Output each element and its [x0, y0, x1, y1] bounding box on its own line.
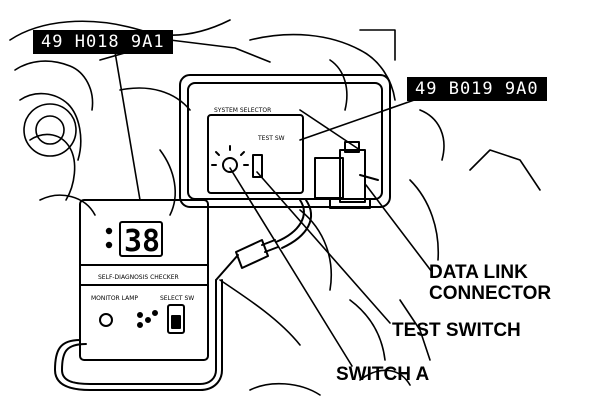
- data-link-connector: [314, 141, 379, 209]
- selector-title: SYSTEM SELECTOR: [214, 107, 271, 114]
- selector-knob-icon: [222, 157, 238, 173]
- test-switch-callout: TEST SWITCH: [392, 320, 521, 341]
- system-selector: [179, 74, 391, 208]
- self-diagnosis-checker: [79, 199, 209, 361]
- selector-part-number-tag: 49 B019 9A0: [407, 77, 547, 101]
- data-link-connector-line2: CONNECTOR: [429, 283, 552, 304]
- monitor-lamp-icon: [99, 313, 113, 327]
- code-display: [119, 221, 163, 257]
- leader-lines: [114, 51, 433, 367]
- select-switch-label: SELECT SW: [160, 295, 194, 302]
- tester-title: SELF-DIAGNOSIS CHECKER: [98, 274, 179, 281]
- select-switch[interactable]: [167, 304, 185, 334]
- data-link-connector-callout: DATA LINK CONNECTOR: [429, 262, 551, 304]
- switch-a-callout: SWITCH A: [336, 364, 430, 385]
- test-switch-toggle[interactable]: [252, 154, 263, 178]
- cable-plug: [235, 239, 269, 269]
- tester-part-number-tag: 49 H018 9A1: [33, 30, 173, 54]
- monitor-lamp-label: MONITOR LAMP: [91, 295, 138, 302]
- cables: [54, 199, 312, 391]
- display-value: 38: [124, 224, 160, 259]
- data-link-connector-line1: DATA LINK: [429, 262, 528, 283]
- selector-test-sw-label: TEST SW: [257, 135, 285, 142]
- engine-bay-background: [9, 19, 541, 396]
